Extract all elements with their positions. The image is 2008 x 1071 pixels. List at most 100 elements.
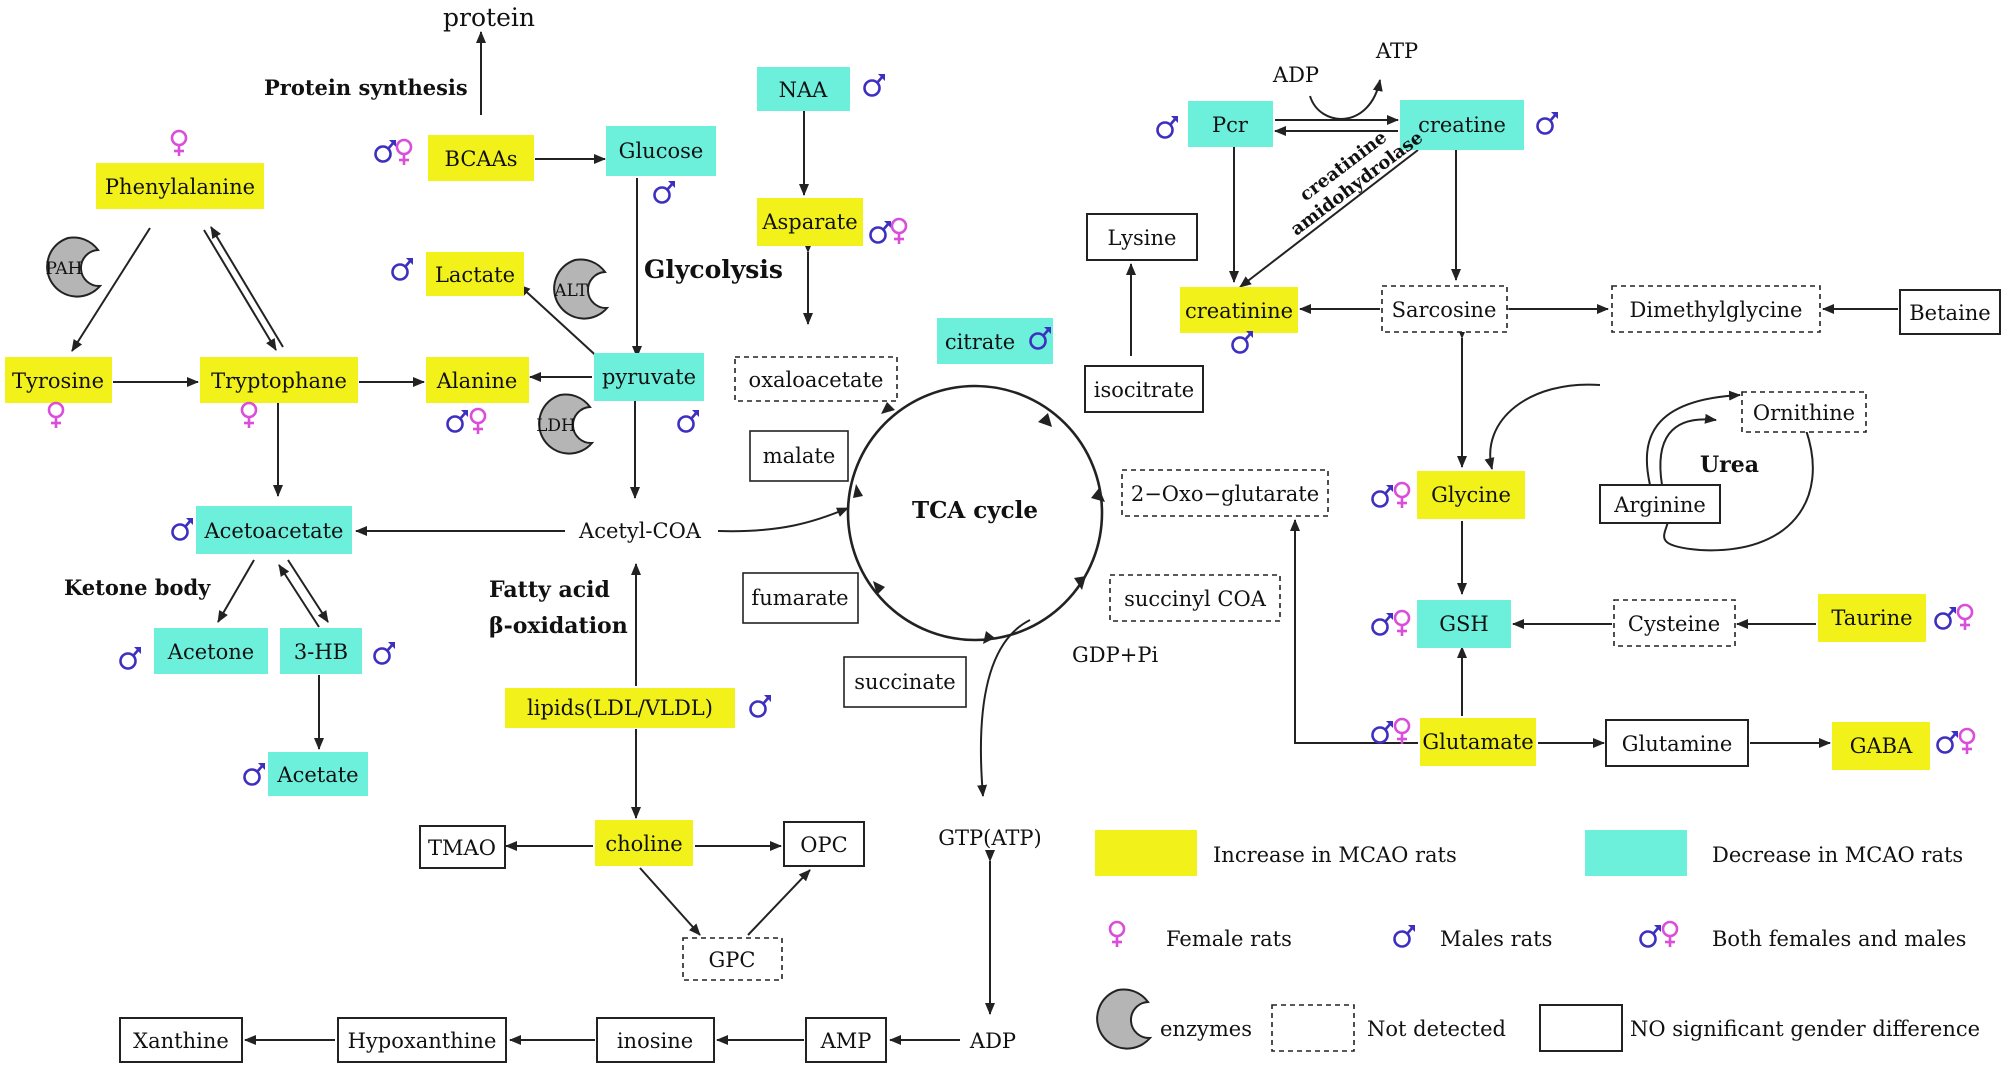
edge-tca-gtp (977, 619, 1031, 797)
node-pyruvate: pyruvate (602, 365, 696, 389)
node-oxoglutarate: 2−Oxo−glutarate (1131, 482, 1319, 506)
edge-3hb-acetoacetate (278, 564, 320, 628)
legend-increase-swatch (1095, 830, 1197, 876)
node-creatine: creatine (1418, 113, 1506, 137)
node-dimethylglycine-box (1611, 285, 1821, 333)
node-phenylalanine: Phenylalanine (105, 175, 255, 199)
edge-gpc-opc (747, 869, 811, 936)
node-betaine-box (1899, 289, 2001, 335)
node-tmao: TMAO (428, 836, 496, 860)
edge-tryptophane-phenylalanine (210, 226, 284, 348)
node-gaba-box (1832, 722, 1930, 770)
node-gdp-pi: GDP+Pi (1072, 643, 1158, 667)
node-glutamine-box (1605, 719, 1749, 767)
node-xanthine-box (119, 1017, 243, 1063)
legend-male-label: Males rats (1440, 927, 1552, 951)
label-ketone-body: Ketone body (64, 575, 211, 600)
node-3hb: 3-HB (294, 640, 348, 664)
node-pcr: Pcr (1212, 113, 1249, 137)
node-alanine: Alanine (436, 369, 518, 393)
node-creatinine-box (1180, 287, 1298, 333)
node-cysteine: Cysteine (1628, 612, 1720, 636)
node-gsh: GSH (1439, 612, 1488, 636)
node-acetone: Acetone (167, 640, 254, 664)
node-gpc: GPC (709, 948, 756, 972)
node-creatinine: creatinine (1185, 299, 1293, 323)
node-oxoglutarate-box (1121, 469, 1329, 517)
node-lactate: Lactate (435, 263, 515, 287)
node-tyrosine-box (5, 357, 112, 403)
legend-increase-label: Increase in MCAO rats (1213, 843, 1457, 867)
node-lipids: lipids(LDL/VLDL) (527, 696, 713, 720)
node-isocitrate-box (1084, 365, 1204, 413)
node-ornithine-box (1741, 391, 1867, 433)
node-atp-top: ATP (1375, 39, 1418, 63)
node-bcaas: BCAAs (445, 147, 518, 171)
label-protein-synthesis: Protein synthesis (264, 75, 468, 100)
node-gaba: GABA (1850, 734, 1913, 758)
node-acetoacetate-box (196, 506, 352, 554)
node-tmao-box (419, 825, 506, 869)
edge-arginine-ornithine (1645, 390, 1741, 486)
node-urea: Urea (1700, 452, 1759, 478)
node-tyrosine: Tyrosine (12, 369, 104, 393)
node-lipids-box (505, 688, 735, 728)
node-gsh-box (1417, 600, 1511, 648)
node-inosine: inosine (617, 1029, 693, 1053)
enzyme-pah-label: PAH (46, 259, 83, 279)
node-xanthine: Xanthine (133, 1029, 229, 1053)
edge-adp-atp (1309, 79, 1383, 120)
node-acetone-box (154, 628, 268, 674)
legend-no-diff-swatch (1539, 1004, 1623, 1052)
node-betaine: Betaine (1909, 301, 1991, 325)
node-glucose-box (606, 126, 716, 176)
edge-ornithine-glycine (1484, 383, 1601, 470)
legend-decrease-label: Decrease in MCAO rats (1712, 843, 1963, 867)
legend-enzymes-label: enzymes (1160, 1017, 1252, 1041)
node-asparate: Asparate (761, 210, 857, 234)
node-inosine-box (596, 1017, 715, 1063)
node-adp-top: ADP (1272, 63, 1319, 87)
edge-phenylalanine-tryptophane (203, 229, 277, 351)
node-citrate-box (937, 318, 1053, 364)
edge-ornithine-urea-outer (1663, 429, 1814, 552)
edge-arginine-urea (1659, 413, 1717, 486)
node-creatine-box (1400, 100, 1524, 150)
legend-not-detected-label: Not detected (1367, 1017, 1506, 1041)
tca-label: TCA cycle (912, 497, 1038, 524)
label-fatty-acid: Fatty acid (489, 577, 610, 603)
node-bcaas-box (428, 135, 534, 181)
node-arginine-box (1599, 484, 1721, 524)
label-beta-oxidation: β-oxidation (489, 613, 628, 639)
node-naa: NAA (779, 78, 829, 102)
node-opc: OPC (800, 833, 847, 857)
node-pcr-box (1188, 101, 1273, 147)
node-tryptophane: Tryptophane (211, 369, 347, 393)
node-fumarate-box (742, 572, 859, 624)
node-glutamate-box (1420, 718, 1536, 766)
enzyme-ldh: LDH (536, 393, 595, 455)
node-alanine-box (426, 357, 529, 403)
legend-enzyme-icon (1096, 988, 1153, 1050)
node-succinyl-coa: succinyl COA (1124, 587, 1267, 611)
node-sarcosine: Sarcosine (1392, 298, 1497, 322)
node-oxaloacetate-box (734, 356, 898, 402)
node-lysine: Lysine (1108, 226, 1177, 250)
node-cysteine-box (1613, 599, 1736, 647)
node-gpc-box (682, 937, 783, 981)
label-glycolysis: Glycolysis (644, 255, 783, 284)
legend-both-label: Both females and males (1712, 927, 1966, 951)
node-succinyl-coa-box (1109, 574, 1281, 622)
node-arginine: Arginine (1613, 493, 1706, 517)
edge-acetylcoa-tca (717, 507, 849, 533)
node-isocitrate: isocitrate (1094, 378, 1194, 402)
node-dimethylglycine: Dimethylglycine (1630, 298, 1803, 322)
node-taurine-box (1818, 594, 1926, 642)
edge-creatine-creatinine (1239, 149, 1419, 288)
edge-phenylalanine-tyrosine (71, 227, 151, 352)
node-acetate: Acetate (276, 763, 358, 787)
edge-acetoacetate-3hb (287, 559, 329, 623)
enzyme-alt: ALT (553, 258, 610, 320)
node-tryptophane-box (200, 357, 358, 403)
